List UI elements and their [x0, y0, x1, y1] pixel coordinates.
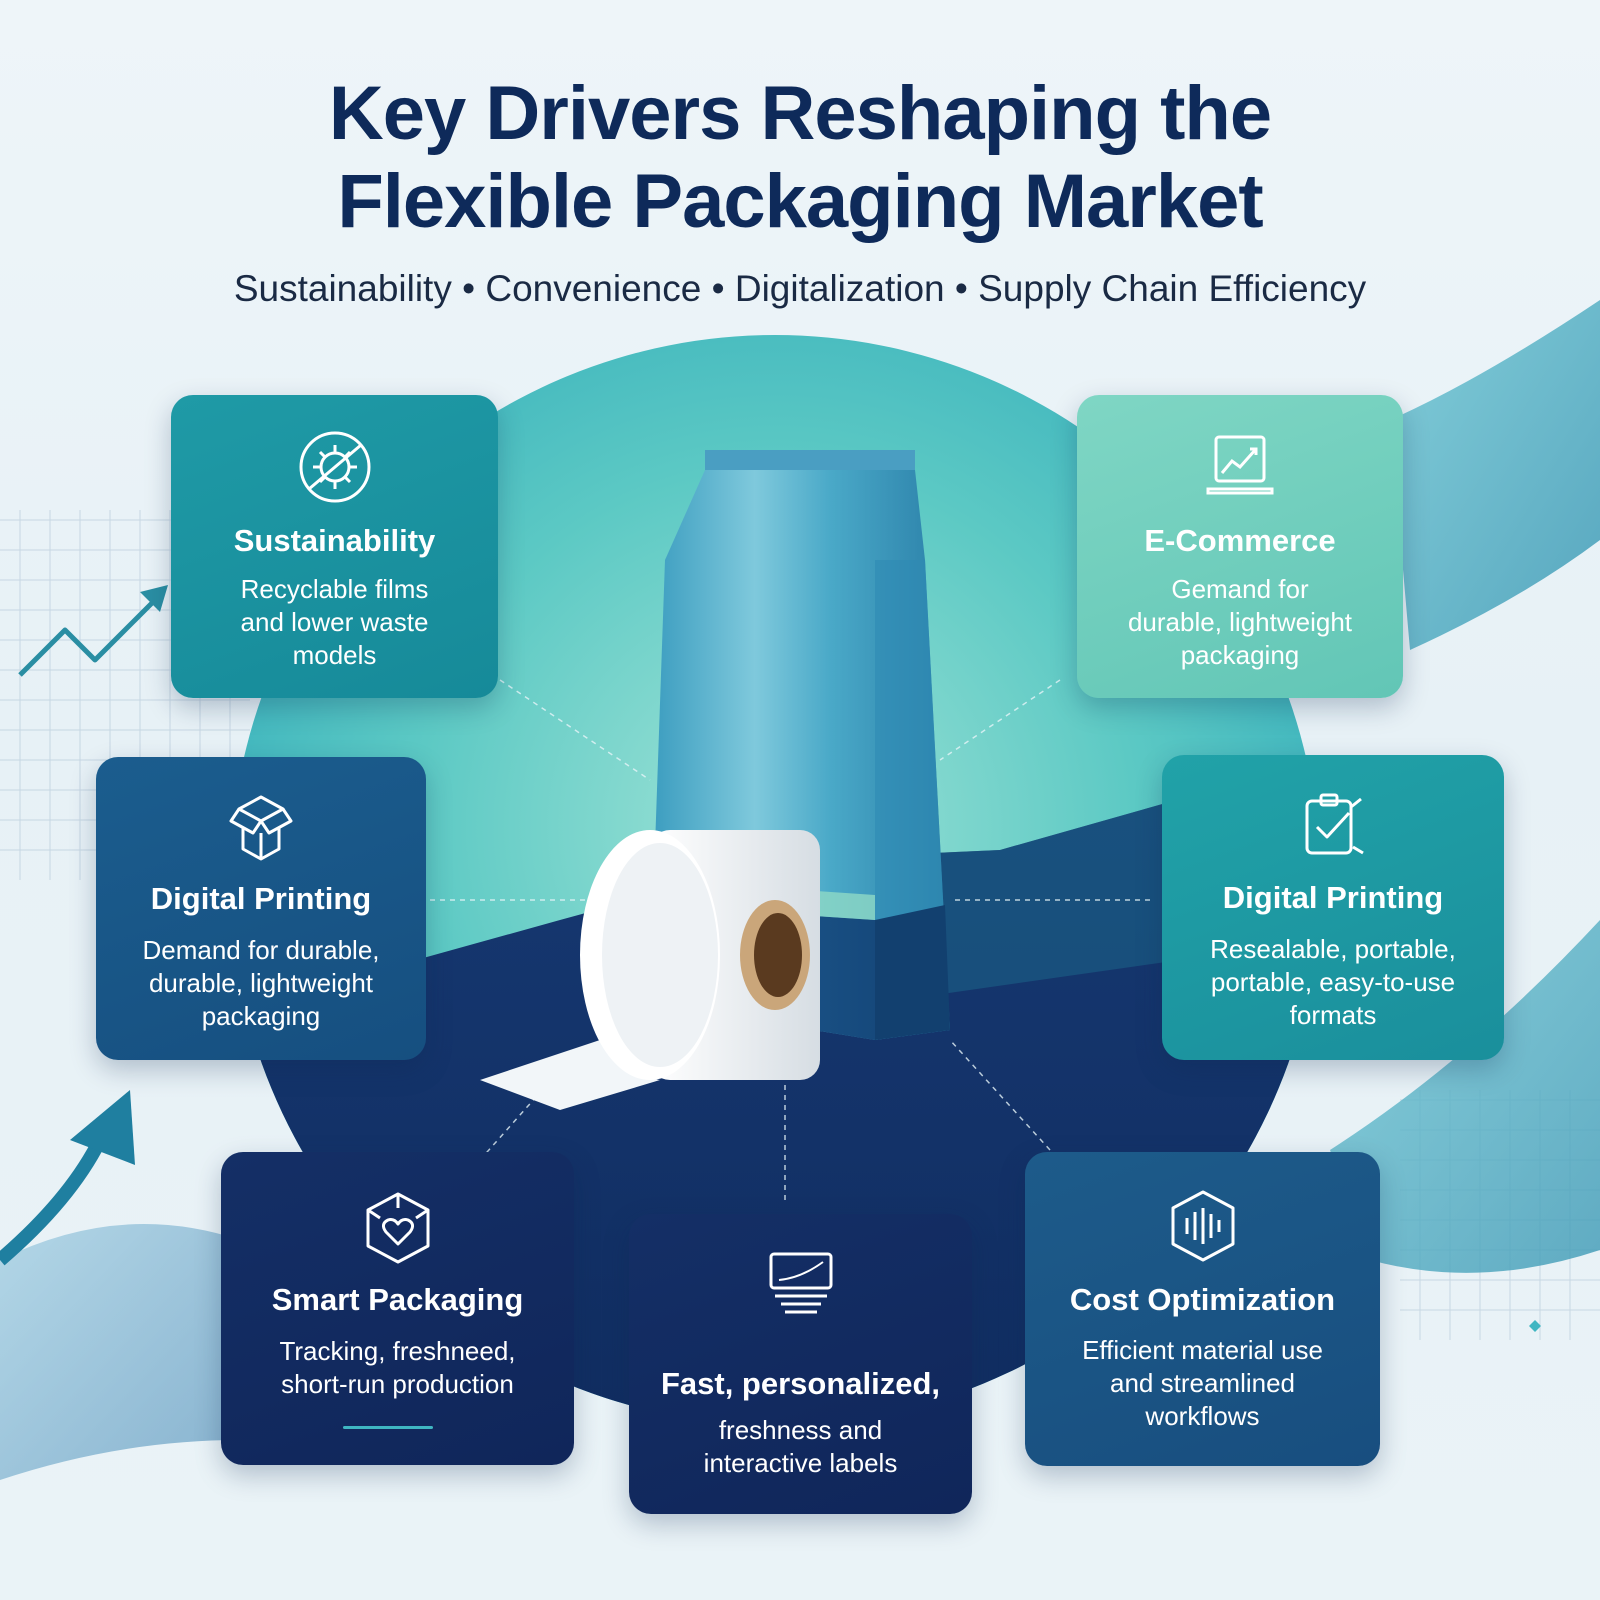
card-title: Cost Optimization	[1069, 1282, 1336, 1317]
desc-line: durable, lightweight	[148, 968, 374, 998]
desc-line: Demand for durable,	[142, 935, 380, 965]
desc-line: Gemand for	[1171, 574, 1309, 604]
card-title: E-Commerce	[1144, 523, 1336, 558]
card-title: Digital Printing	[150, 881, 372, 916]
card-accent-line	[343, 1426, 433, 1429]
clipboard-check-icon	[1293, 787, 1373, 867]
desc-line: formats	[1289, 1000, 1377, 1030]
desc-line: freshness and	[718, 1415, 883, 1445]
card-cost-optimization: Cost Optimization Efficient material use…	[1025, 1152, 1380, 1466]
card-digital-printing-left: Digital Printing Demand for durable, dur…	[96, 757, 426, 1060]
desc-line: Tracking, freshneed,	[279, 1336, 516, 1366]
card-digital-printing-right: Digital Printing Resealable, portable, p…	[1162, 755, 1504, 1060]
title-line-1: Key Drivers Reshaping the	[328, 71, 1272, 156]
card-description: Recyclable films and lower waste models	[171, 573, 498, 672]
desc-line: Resealable, portable,	[1210, 934, 1456, 964]
desc-line: portable, easy-to-use	[1210, 967, 1456, 997]
card-personalized-labels: Fast, personalized, freshness and intera…	[629, 1214, 972, 1514]
card-smart-packaging: Smart Packaging Tracking, freshneed, sho…	[221, 1152, 574, 1465]
card-description: Tracking, freshneed, short-run productio…	[221, 1335, 574, 1401]
hexagon-heart-icon	[358, 1188, 438, 1268]
card-description: Resealable, portable, portable, easy-to-…	[1162, 933, 1504, 1032]
desc-line: Recyclable films	[240, 574, 429, 604]
title-line-2: Flexible Packaging Market	[337, 159, 1263, 244]
desc-line: workflows	[1145, 1401, 1260, 1431]
laptop-chart-icon	[1200, 427, 1280, 507]
desc-line: Efficient material use	[1082, 1335, 1323, 1365]
desc-line: durable, lightweight	[1127, 607, 1353, 637]
desc-line: interactive labels	[703, 1448, 898, 1478]
card-description: Demand for durable, durable, lightweight…	[96, 934, 426, 1033]
card-title: Digital Printing	[1222, 880, 1444, 915]
card-ecommerce: E-Commerce Gemand for durable, lightweig…	[1077, 395, 1403, 698]
film-roll	[480, 830, 820, 1110]
desc-line: and streamlined	[1110, 1368, 1295, 1398]
card-description: Gemand for durable, lightweight packagin…	[1077, 573, 1403, 672]
recycle-gear-icon	[295, 427, 375, 507]
page-subtitle: Sustainability • Convenience • Digitaliz…	[233, 268, 1367, 309]
card-description: Efficient material use and streamlined w…	[1025, 1334, 1380, 1433]
desc-line: models	[292, 640, 377, 670]
desc-line: short-run production	[281, 1369, 514, 1399]
card-title: Sustainability	[233, 523, 436, 558]
card-description: freshness and interactive labels	[629, 1414, 972, 1480]
hexagon-soundwave-icon	[1163, 1186, 1243, 1266]
card-title: Smart Packaging	[271, 1282, 524, 1317]
desc-line: packaging	[201, 1001, 321, 1031]
open-box-icon	[221, 787, 301, 867]
desc-line: packaging	[1180, 640, 1300, 670]
page-title: Key Drivers Reshaping the Flexible Packa…	[0, 70, 1600, 246]
card-sustainability: Sustainability Recyclable films and lowe…	[171, 395, 498, 698]
printer-screen-icon	[761, 1242, 841, 1322]
card-title: Fast, personalized,	[660, 1366, 941, 1401]
desc-line: and lower waste	[240, 607, 429, 637]
